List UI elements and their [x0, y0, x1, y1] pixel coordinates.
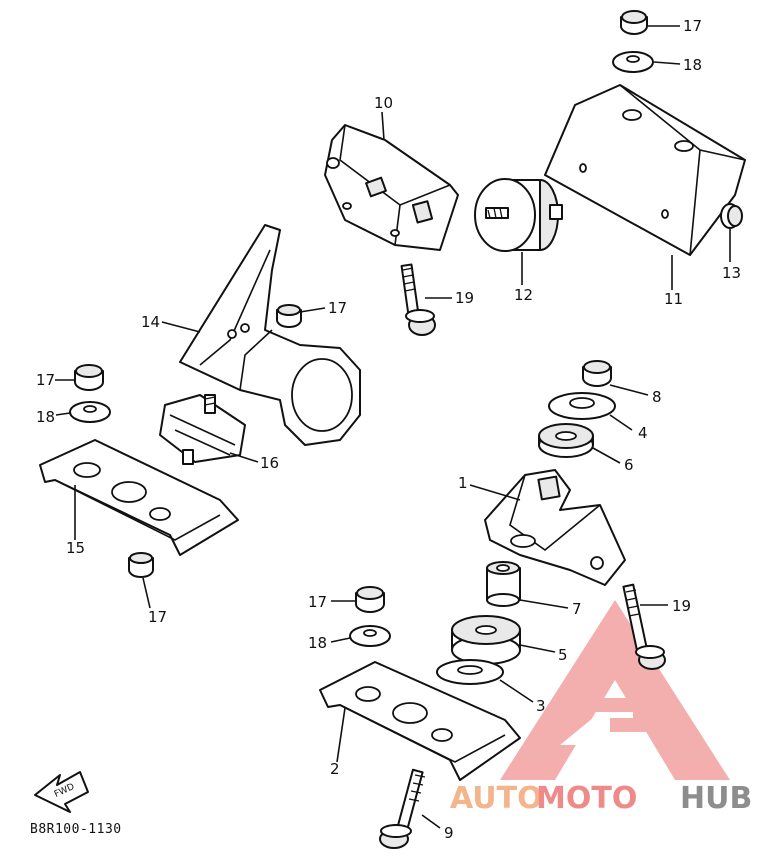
- part-8-nut: [582, 360, 612, 387]
- label-10: 10: [374, 94, 393, 112]
- part-number-labels: 17 18 10 11 13 12 19 14 17 17 18 16 15 1…: [36, 17, 741, 842]
- part-17-nut-mid: [276, 304, 302, 328]
- watermark-hub: HUB: [680, 781, 752, 816]
- label-19: 19: [455, 289, 474, 307]
- watermark-text: AUTO MOTO HUB: [450, 781, 752, 816]
- label-14: 14: [141, 313, 160, 331]
- part-14-bracket: [179, 224, 361, 446]
- part-10-bracket: [324, 124, 459, 251]
- label-5: 5: [558, 646, 568, 664]
- label-17: 17: [308, 593, 327, 611]
- part-17-nut-lower: [355, 586, 385, 613]
- watermark-triangle-outer: [500, 600, 730, 780]
- label-18: 18: [683, 56, 702, 74]
- label-17: 17: [683, 17, 702, 35]
- part-19-bolt-right: [622, 583, 666, 670]
- label-15: 15: [66, 539, 85, 557]
- part-18-washer-lower: [349, 625, 391, 647]
- label-1: 1: [458, 474, 468, 492]
- part-16-rubber-mount: [159, 394, 246, 465]
- part-17-nut-lower-left: [128, 552, 154, 578]
- part-17-nut-left: [74, 364, 104, 391]
- label-16: 16: [260, 454, 279, 472]
- part-4-washer: [548, 392, 616, 420]
- part-18-washer-left: [69, 401, 111, 423]
- part-5-bushing: [451, 615, 521, 665]
- label-17: 17: [148, 608, 167, 626]
- part-3-washer: [436, 659, 504, 685]
- part-2-plate: [319, 661, 521, 781]
- part-19-bolt-upper: [400, 263, 436, 336]
- part-6-collar: [538, 423, 594, 458]
- part-11-cover: [544, 84, 746, 256]
- leader-lines: [55, 25, 731, 829]
- fwd-arrow-icon: FWD: [34, 771, 89, 813]
- part-13-nut: [720, 203, 743, 229]
- drawing-code: B8R100-1130: [30, 822, 122, 837]
- part-15-plate: [39, 439, 239, 556]
- watermark-moto: MOTO: [536, 781, 637, 816]
- label-2: 2: [330, 760, 340, 778]
- label-13: 13: [722, 264, 741, 282]
- part-9-bolt: [379, 768, 426, 849]
- watermark-logo: [500, 600, 730, 780]
- label-19: 19: [672, 597, 691, 615]
- label-12: 12: [514, 286, 533, 304]
- label-18: 18: [36, 408, 55, 426]
- label-8: 8: [652, 388, 662, 406]
- part-7-sleeve: [486, 561, 521, 607]
- watermark-triangle-stroke: [592, 698, 647, 732]
- watermark-auto: AUTO: [450, 781, 543, 816]
- part-18-washer-top: [612, 51, 654, 73]
- label-7: 7: [572, 600, 582, 618]
- label-11: 11: [664, 290, 683, 308]
- label-9: 9: [444, 824, 454, 842]
- label-17: 17: [328, 299, 347, 317]
- label-18: 18: [308, 634, 327, 652]
- part-17-nut-top: [620, 10, 648, 35]
- label-4: 4: [638, 424, 648, 442]
- part-12-damper: [474, 178, 563, 252]
- label-3: 3: [536, 697, 546, 715]
- label-17: 17: [36, 371, 55, 389]
- label-6: 6: [624, 456, 634, 474]
